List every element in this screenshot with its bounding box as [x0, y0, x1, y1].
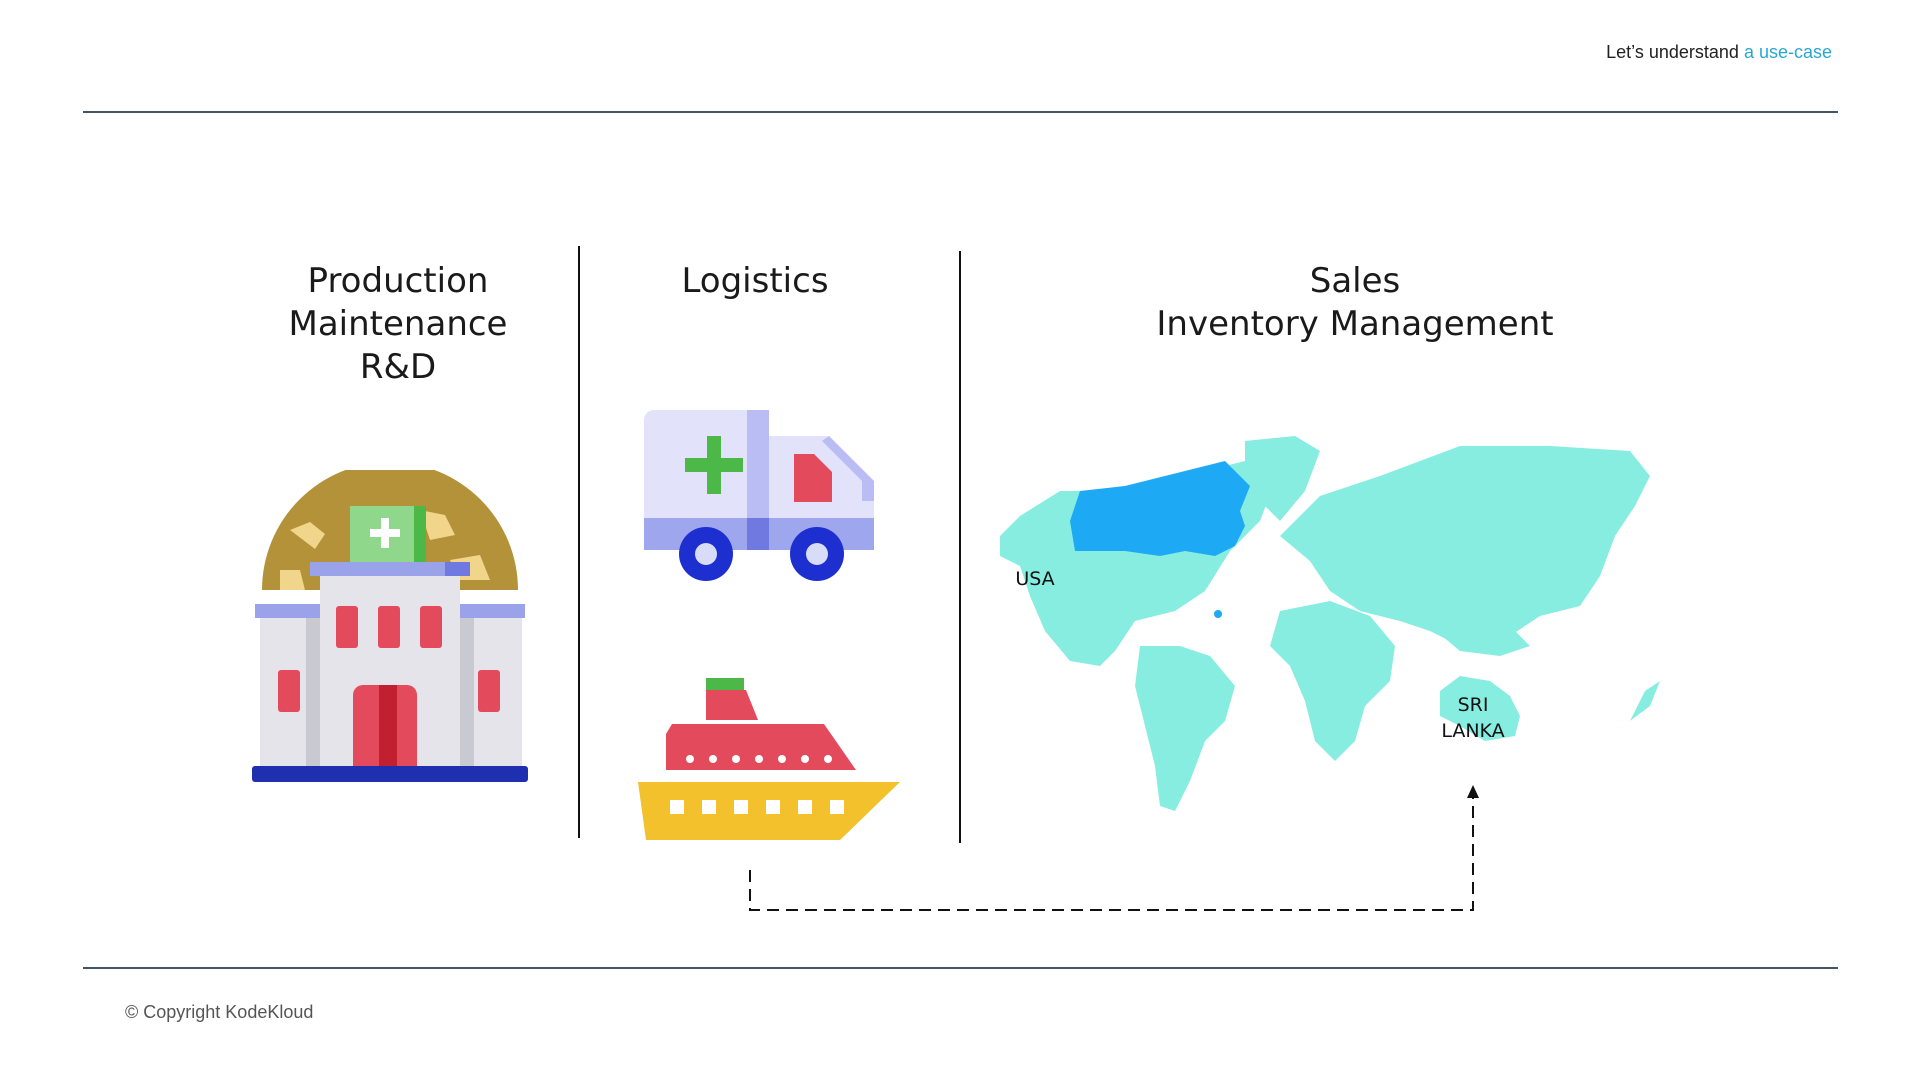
usa-label: USA: [1015, 568, 1055, 590]
top-divider: [83, 111, 1838, 113]
column-divider: [578, 246, 580, 838]
heading-line: Maintenance: [288, 304, 508, 344]
header-prefix: Let’s understand: [1606, 42, 1744, 62]
sri-lanka-label-line: SRI: [1457, 694, 1489, 716]
sri-lanka-label: SRI LANKA: [1433, 692, 1513, 744]
cargo-ship-icon: [638, 678, 900, 840]
copyright-text: © Copyright KodeKloud: [125, 1002, 314, 1022]
sri-lanka-label-line: LANKA: [1441, 720, 1505, 742]
factory-building-icon: [252, 470, 528, 782]
heading-line: Inventory Management: [1156, 304, 1554, 344]
bottom-divider: [83, 967, 1838, 969]
column-divider: [959, 251, 961, 843]
delivery-truck-icon: [644, 410, 874, 581]
header-highlight: a use-case: [1743, 42, 1832, 62]
heading-line: Logistics: [681, 261, 829, 301]
sales-heading: Sales Inventory Management: [1105, 260, 1605, 346]
heading-line: Production: [307, 261, 489, 301]
shipping-route-arrow: [749, 785, 1479, 911]
heading-line: Sales: [1309, 261, 1401, 301]
logistics-heading: Logistics: [605, 260, 905, 303]
heading-line: R&D: [359, 347, 437, 387]
production-heading: Production Maintenance R&D: [248, 260, 548, 389]
header-subtitle: Let’s understand a use-case: [1606, 42, 1832, 63]
world-map-icon: [1000, 436, 1660, 811]
